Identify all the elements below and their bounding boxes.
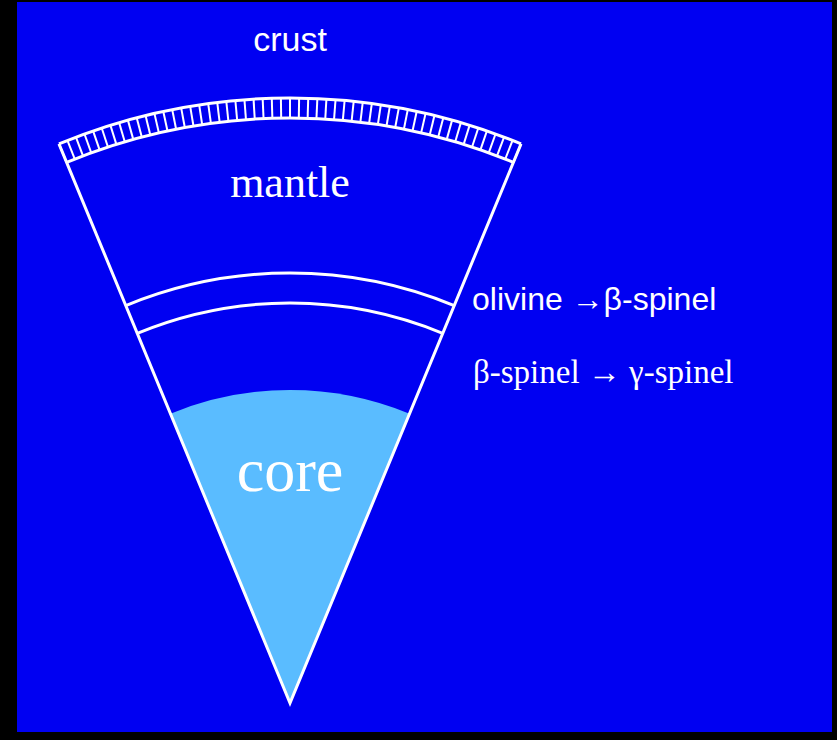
crust-tick [172, 110, 176, 130]
crust-tick [472, 128, 478, 147]
crust-tick [404, 110, 408, 130]
crust-tick [455, 123, 461, 142]
layer-boundary [59, 98, 521, 144]
crust-tick [360, 102, 362, 122]
crust-tick [137, 118, 142, 137]
crust-tick [298, 98, 300, 118]
core-region-box: core [228, 432, 353, 508]
crust-tick [438, 118, 443, 137]
crust-tick [343, 100, 345, 120]
crust-tick [181, 108, 185, 128]
phase-transition-label: β-spinel → γ-spinel [473, 354, 734, 390]
crust-tick [76, 137, 83, 156]
crust-tick [208, 104, 211, 124]
crust-tick [102, 128, 108, 147]
layer-name: mantle [229, 159, 351, 207]
crust-tick [352, 101, 354, 121]
crust-tick [387, 106, 390, 126]
crust-tick [199, 105, 202, 125]
wedge-figure [59, 98, 521, 703]
crust-tick [271, 98, 274, 118]
layer-name: crust [252, 21, 328, 58]
crust-tick [413, 111, 417, 131]
crust-tick [244, 100, 246, 120]
crust-tick [489, 134, 496, 153]
crust-tick [254, 99, 255, 119]
crust-tick [421, 113, 425, 132]
crust-tick [128, 120, 133, 139]
layer-boundary [67, 118, 514, 162]
phase-transition-label: olivine →β-spinel [472, 282, 716, 317]
crust-tick [190, 106, 193, 126]
crust-tick [146, 116, 151, 135]
layer-name: core [236, 436, 345, 504]
crust-tick [262, 99, 265, 119]
crust-tick [163, 111, 167, 131]
crust-tick [505, 140, 512, 159]
crust-tick [110, 125, 116, 144]
crust-tick [464, 125, 470, 144]
crust-label-box: crust [244, 17, 336, 62]
crust-tick [235, 100, 237, 120]
crust-tick [307, 98, 310, 118]
layer-boundary [137, 303, 443, 333]
crust-tick [497, 137, 504, 156]
background-panel [17, 2, 832, 732]
mantle-region: mantle [221, 155, 359, 211]
layer-boundary [126, 273, 454, 306]
wedge-side [59, 144, 521, 703]
crust-tick [67, 140, 74, 159]
core-region [170, 390, 409, 703]
crust-tick [480, 131, 487, 150]
crust-tick [369, 104, 372, 124]
crust-tick [280, 98, 282, 118]
crust-tick [119, 123, 125, 142]
crust-tick [315, 99, 318, 119]
crust-tick [395, 108, 399, 128]
crust-tick [84, 134, 91, 153]
crust-tick [334, 100, 336, 120]
crust-tick [93, 131, 100, 150]
crust-tick [430, 116, 435, 135]
crust-tick [289, 98, 291, 118]
crust-tick [378, 105, 381, 125]
crust-tick [447, 120, 452, 139]
crust-tick [154, 113, 158, 132]
crust-tick [226, 101, 228, 121]
crust-tick [325, 99, 326, 119]
crust-tick [217, 102, 219, 122]
